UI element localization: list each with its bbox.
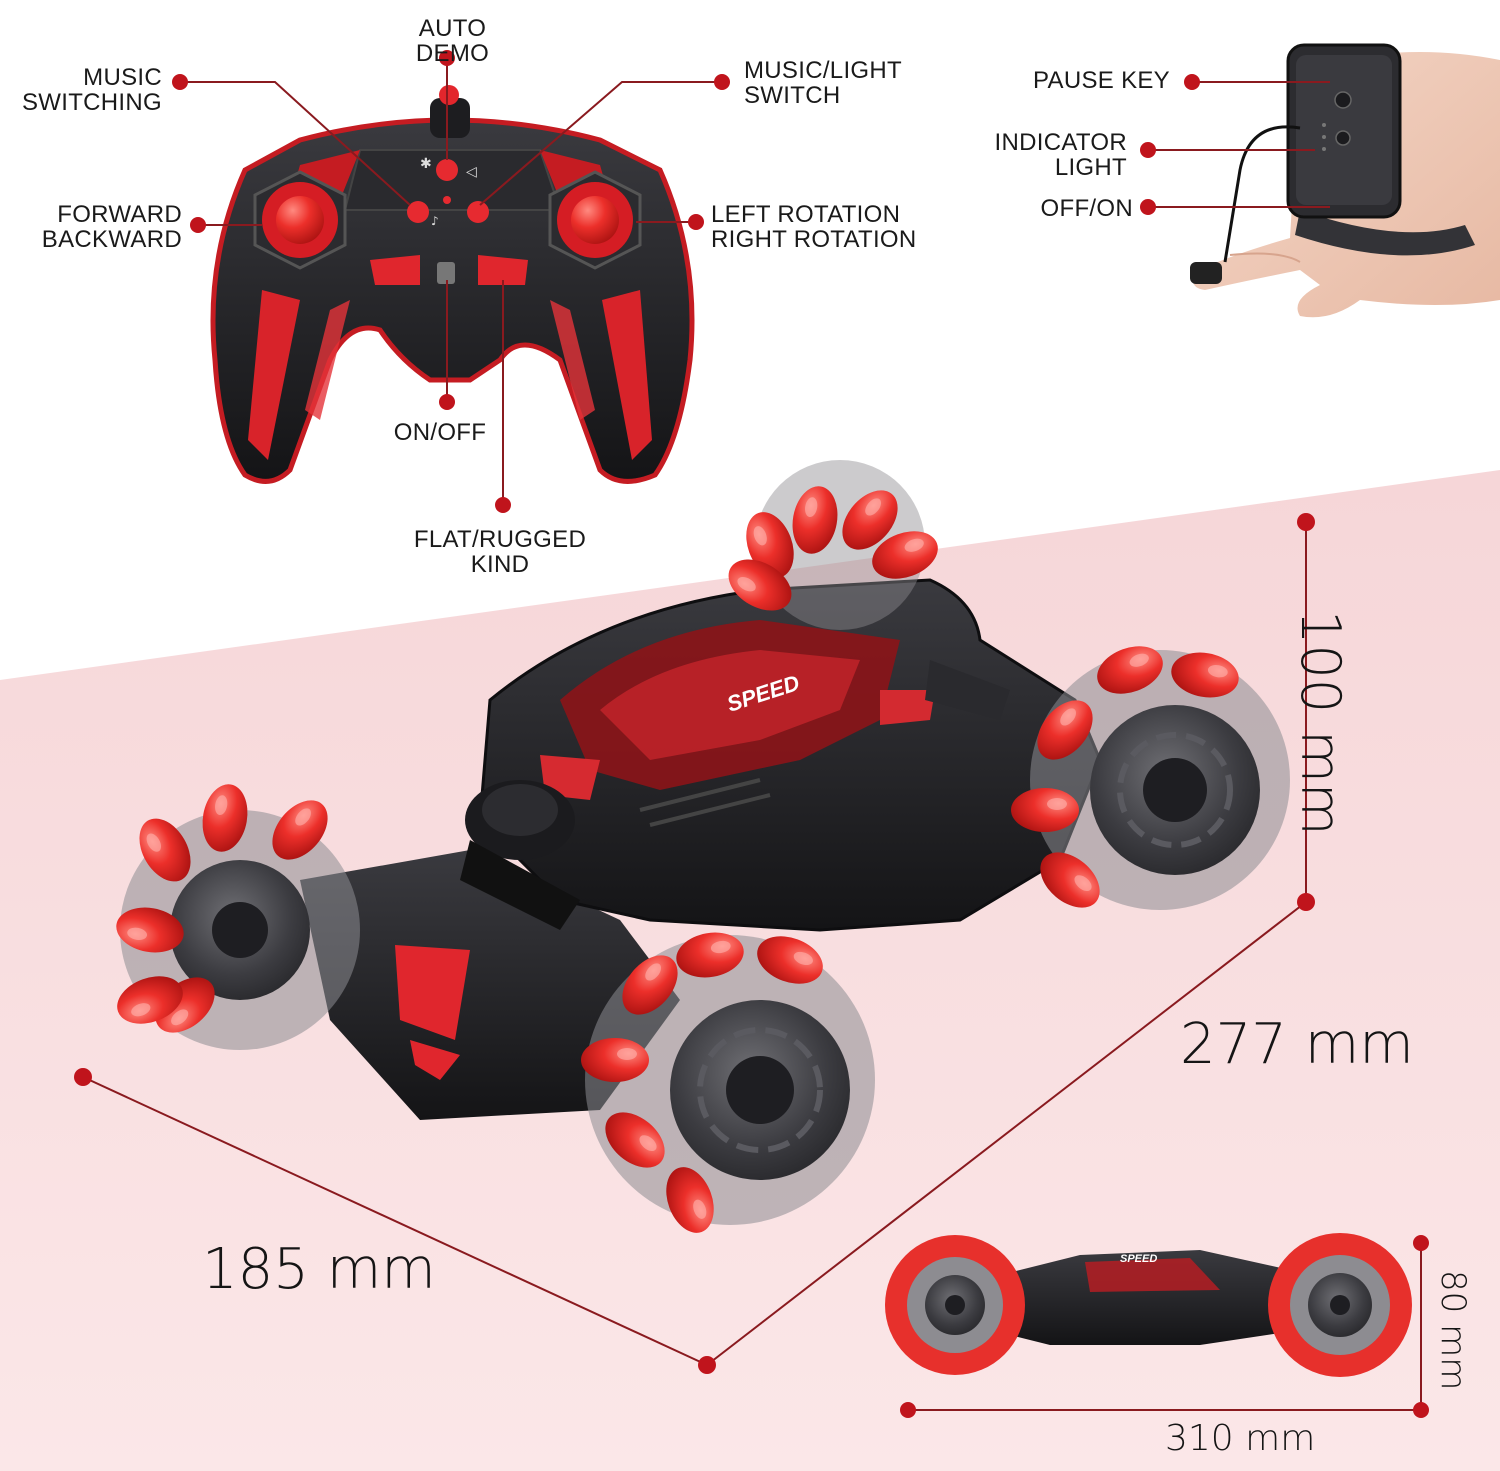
music-note-icon: ♪ [431,214,439,228]
speaker-icon: ◁ [466,164,477,180]
stunt-car [110,460,1290,1240]
watch-callout-dots [1140,74,1200,215]
label-indicator-light: INDICATOR LIGHT [994,129,1127,181]
main-dimension-dots [74,513,1315,1374]
label-left-right-rotation: LEFT ROTATION RIGHT ROTATION [711,201,917,253]
controller-callout-lines [180,58,722,505]
label-auto-demo: AUTO DEMO [415,15,490,67]
wheel-front-left [719,460,945,630]
label-forward-backward: FORWARD BACKWARD [41,201,182,253]
wheel-back-left [110,780,360,1050]
main-dimension-lines [82,522,1307,1366]
wrist-controller [1190,43,1500,318]
wheel-front-right [1011,637,1290,919]
label-on-off: ON/OFF [393,419,487,446]
side-view-car [885,1233,1412,1377]
dimension-side-length: 310 mm [1165,1418,1316,1459]
side-dimension-dots [900,1235,1429,1418]
label-pause-key: PAUSE KEY [1033,67,1170,94]
side-car-speed-logo: SPEED [1120,1253,1157,1265]
wheel-back-right [581,927,875,1240]
controller-callout-dots [172,50,730,513]
remote-controller [210,85,695,484]
label-music-switching: MUSIC SWITCHING [21,64,162,116]
watch-callout-lines [1148,81,1330,208]
side-dimension-lines [908,1243,1422,1411]
label-off-on: OFF/ON [1040,195,1133,222]
dimension-side-height: 80 mm [1433,1270,1473,1391]
dimension-length: 277 mm [1180,1012,1414,1077]
dimension-height: 100 mm [1289,610,1352,836]
gear-icon: ✱ [420,156,432,172]
label-music-light-switch: MUSIC/LIGHT SWITCH [744,57,902,109]
dimension-width: 185 mm [202,1237,436,1302]
label-flat-rugged-kind: FLAT/RUGGED KIND [413,526,587,578]
